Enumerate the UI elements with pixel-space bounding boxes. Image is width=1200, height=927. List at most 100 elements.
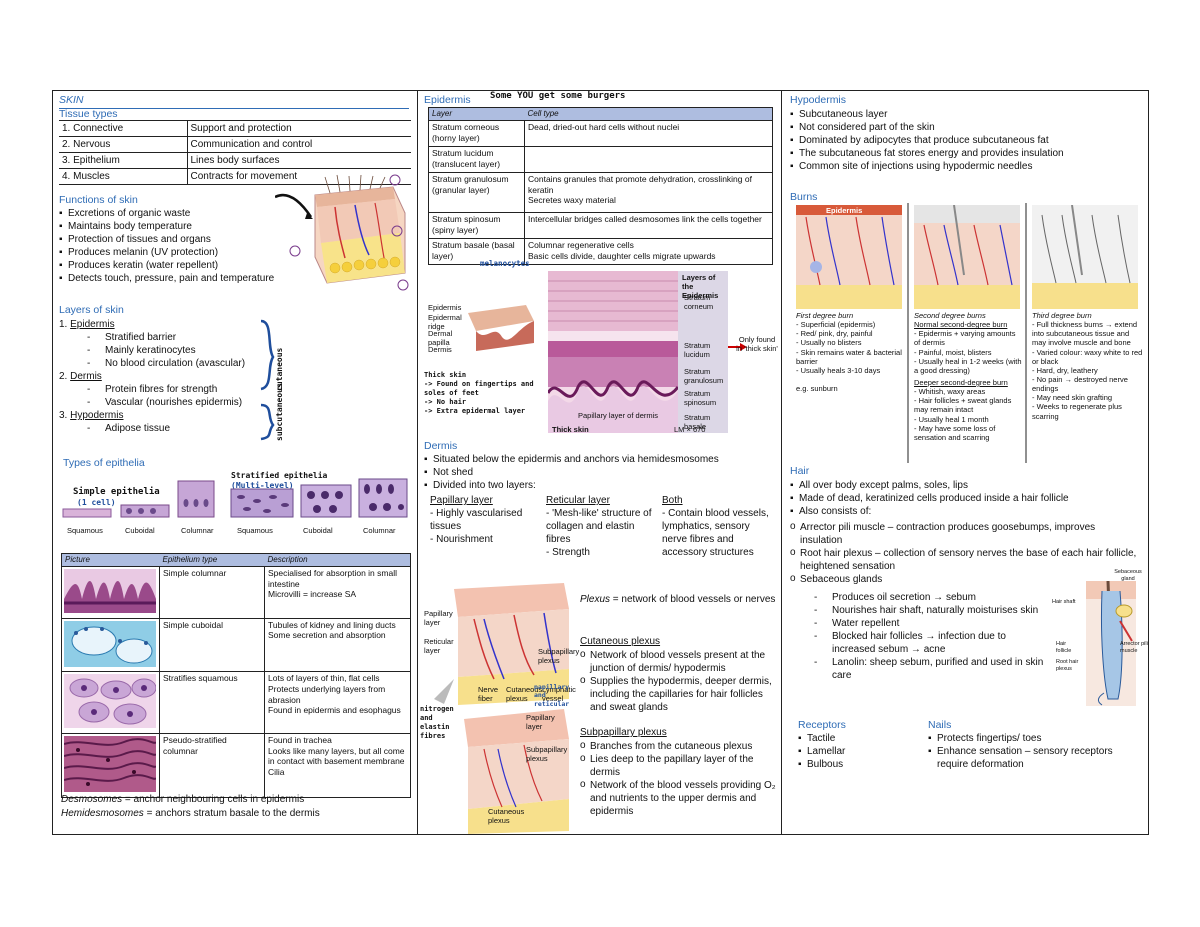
plexus-fig2-label: Cutaneous plexus (488, 807, 525, 826)
hand-melanocytes: melanocytes (480, 259, 530, 268)
cell-type: Columnar regenerative cells Basic cells … (525, 239, 773, 265)
desc-line: Found in trachea (268, 734, 332, 745)
list-item: Tactile (798, 732, 918, 745)
hair-fig-label: Root hair plexus (1056, 659, 1079, 672)
list-item: Blocked hair follicles → infection due t… (786, 630, 1048, 656)
column-header: Description (264, 553, 411, 567)
plexus-fig-label: Papillary layer (424, 609, 453, 628)
both-block: Both - Contain blood vessels, lymphatics… (662, 494, 774, 559)
list-item: Water repellent (786, 617, 1048, 630)
list-item: - Whitish, waxy areas (914, 387, 986, 397)
tissue-name: 4. Muscles (59, 168, 188, 185)
layer-name: Dermis (70, 371, 102, 382)
desc-line: Basic cells divide, daughter cells migra… (528, 250, 716, 261)
hand-stratified-sub: (Multi-level) (231, 481, 294, 490)
column-hypodermis-burns-hair: Hypodermis Subcutaneous layer Not consid… (782, 91, 1150, 834)
table-row: 4. Muscles Contracts for movement (59, 168, 411, 185)
fig-label: Epidermal ridge (428, 313, 462, 332)
column-header: Picture (61, 553, 160, 567)
fig-right-label: Stratum basale (684, 413, 711, 432)
desc-line: Found in epidermis and esophagus (268, 705, 401, 716)
list-item: Protein fibres for strength (59, 383, 319, 396)
desc-line: Specialised for absorption in small inte… (268, 568, 397, 589)
plexus-fig-label: Reticular layer (424, 637, 454, 656)
desc-line: Columnar regenerative cells (528, 240, 634, 250)
receptors-list: Tactile Lamellar Bulbous (798, 732, 918, 771)
tissue-types-heading: Tissue types (59, 108, 118, 120)
fig-thick-label: Thick skin (552, 425, 589, 434)
layer-number: 1. (59, 319, 68, 330)
picture-cell (61, 566, 160, 619)
list-item: Not considered part of the skin (790, 121, 1145, 134)
hand-bracket-icon (260, 319, 275, 441)
first-degree-block: First degree burn - Superficial (epiderm… (796, 311, 904, 393)
hair-fig-label: Hair shaft (1052, 599, 1076, 605)
epidermis-heading: Epidermis (424, 94, 471, 106)
list-item: Subcutaneous layer (790, 108, 1145, 121)
fig-right-label: Stratum spinosum (684, 389, 717, 408)
term: Desmosomes (61, 794, 123, 805)
epithelium-type: Stratifies squamous (159, 671, 265, 734)
epi-label: Squamous (237, 526, 273, 535)
list-item: Protection of tissues and organs (59, 233, 299, 246)
list-item: Network of the blood vessels providing O… (580, 778, 776, 818)
list-item: Adipose tissue (59, 422, 319, 435)
table-row: 1. Connective Support and protection (59, 120, 411, 137)
list-item: - Usually heal 1 month (914, 414, 989, 424)
tissue-types-table: 1. Connective Support and protection 2. … (59, 120, 411, 185)
cell-type: Contains granules that promote dehydrati… (525, 173, 773, 213)
list-item: e.g. sunburn (796, 384, 838, 394)
list-item: Excretions of organic waste (59, 207, 299, 220)
list-item: - Superficial (epidermis) (796, 320, 876, 330)
nails-heading: Nails (928, 719, 952, 731)
hand-line: -> No hair (424, 398, 467, 407)
thick-skin-micrograph (548, 271, 728, 433)
second-degree-burn-image (914, 205, 1020, 309)
reticular-title: Reticular layer (546, 495, 610, 506)
plexus-illustration (424, 579, 574, 834)
table-row: Stratum lucidum (translucent layer) (428, 146, 773, 173)
burns-fig-label: Epidermis (826, 206, 863, 215)
list-item: - Varied colour: waxy white to red or bl… (1032, 347, 1143, 366)
burn-subtitle: Normal second-degree burn (914, 320, 1008, 330)
epithelium-desc: Specialised for absorption in small inte… (265, 567, 411, 619)
term: Plexus (580, 594, 611, 605)
hand-stratified: Stratified epithelia (231, 471, 328, 480)
list-item: Produces keratin (water repellent) (59, 259, 299, 272)
table-row: Stratum basale (basal layer) Columnar re… (428, 238, 773, 265)
plexus-fig-label: Subpapillary plexus (538, 647, 580, 666)
first-degree-burn-image (796, 205, 902, 309)
list-item: Root hair plexus – collection of sensory… (790, 546, 1140, 573)
list-item: Produces melanin (UV protection) (59, 246, 299, 259)
definition: = anchor neighbouring cells in epidermis (122, 794, 305, 805)
epithelia-heading: Types of epithelia (63, 457, 145, 469)
list-item: - Epidermis + varying amounts of dermis (914, 329, 1016, 348)
list-item: Supplies the hypodermis, deeper dermis, … (580, 674, 776, 714)
subpapillary-title: Subpapillary plexus (580, 727, 667, 738)
list-item: Bulbous (798, 758, 918, 771)
table-header-row: Layer Cell type (428, 107, 773, 121)
desc-line: Some secretion and absorption (268, 630, 386, 641)
list-item: - Highly vascularised tissues (430, 508, 523, 532)
layers-heading: Layers of skin (59, 304, 124, 316)
desc-line: Looks like many layers, but all come in … (268, 745, 405, 767)
desc-line: Lots of layers of thin, flat cells (268, 673, 380, 684)
functions-heading: Functions of skin (59, 194, 138, 206)
list-item (796, 375, 904, 384)
hand-simple: Simple epithelia (73, 487, 160, 497)
second-degree-block: Second degree burns Normal second-degree… (914, 311, 1022, 442)
epi-label: Columnar (181, 526, 214, 535)
cutaneous-list: Network of blood vessels present at the … (580, 648, 776, 714)
hypodermis-points: Subcutaneous layer Not considered part o… (790, 108, 1145, 173)
list-item: - Nourishment (430, 534, 493, 545)
list-item: - May have some loss of sensation and sc… (914, 423, 996, 442)
only-found-note: Only found in 'thick skin' (736, 335, 778, 354)
list-item: Lamellar (798, 745, 918, 758)
epithelium-desc: Found in trachea Looks like many layers,… (265, 733, 411, 797)
plexus-definition: Plexus = network of blood vessels or ner… (580, 593, 776, 606)
hand-plexus-left: nitrogen and elastin fibres (420, 705, 454, 741)
hand-subcutaneous: subcutaneous (275, 383, 284, 441)
hair-follicle-illustration (1082, 581, 1140, 706)
hand-line: -> Found on fingertips and soles of feet (424, 380, 534, 398)
layer-name: Hypodermis (70, 410, 124, 421)
